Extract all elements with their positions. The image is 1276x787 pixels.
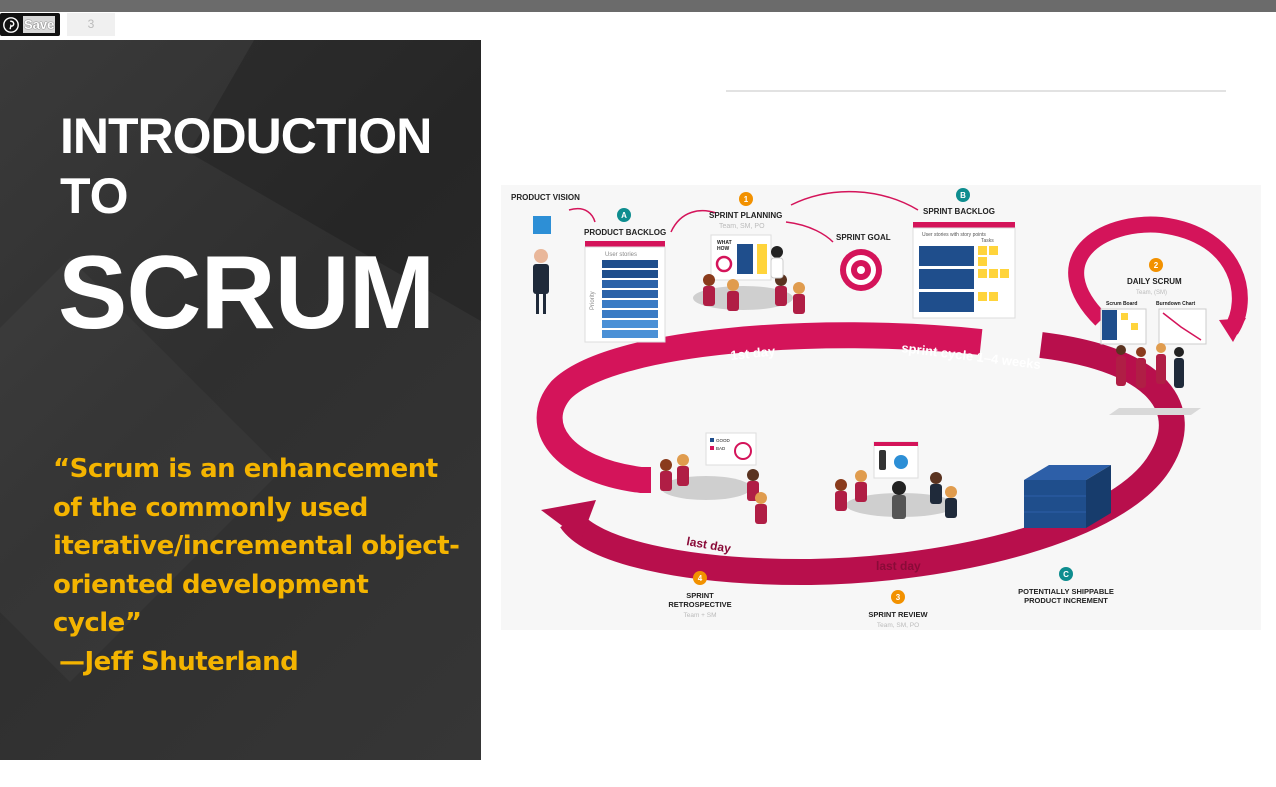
quote-block: “Scrum is an enhancement of the commonly… (53, 450, 463, 681)
sprint-backlog-header-bar (913, 222, 1015, 228)
review-label: SPRINT REVIEW (868, 610, 928, 619)
bad-marker (710, 446, 714, 450)
pinterest-icon (3, 16, 19, 33)
magnifier-icon (894, 455, 908, 469)
product-increment-cube-icon (1024, 465, 1111, 528)
sprint-backlog-arrow (790, 190, 919, 211)
vision-arrow (568, 208, 596, 223)
increment-label-line1: POTENTIALLY SHIPPABLE (1018, 587, 1114, 596)
product-backlog-label: PRODUCT BACKLOG (584, 228, 666, 237)
sprint-backlog-tasks (978, 246, 1009, 301)
sprint-planning-label: SPRINT PLANNING (709, 211, 782, 220)
title-panel: INTRODUCTION TO SCRUM “Scrum is an enhan… (0, 40, 481, 760)
badge-1-text: 1 (744, 195, 749, 204)
loop-arrow-left (541, 500, 596, 540)
product-vision-label: PRODUCT VISION (511, 193, 580, 202)
review-board-header (874, 442, 918, 446)
badge-2-icon (1149, 258, 1163, 272)
scrum-board-task (1131, 323, 1138, 330)
planning-board-tasks (757, 244, 767, 274)
retro-label-line1: SPRINT (686, 591, 714, 600)
scrum-cycle-diagram: 1st day sprint cycle 1–4 weeks last day … (501, 185, 1261, 630)
daily-scrum-sub: Team, (SM) (1136, 290, 1167, 296)
browser-top-bar (0, 0, 1276, 12)
planning-arrow (670, 210, 717, 233)
diagram-panel: 1st day sprint cycle 1–4 weeks last day … (481, 40, 1276, 760)
slide: INTRODUCTION TO SCRUM “Scrum is an enhan… (0, 40, 1276, 760)
scrum-board-task (1121, 313, 1128, 320)
badge-b-icon (956, 188, 970, 202)
sprint-goal-label: SPRINT GOAL (836, 233, 891, 242)
retro-bad: BAD (716, 446, 726, 451)
quote-author: —Jeff Shuterland (59, 646, 299, 677)
badge-1-icon (739, 192, 753, 206)
first-day-label: 1st day (730, 343, 777, 363)
badge-2-text: 2 (1154, 261, 1159, 270)
pin-count: 3 (67, 13, 115, 36)
good-marker (710, 438, 714, 442)
badge-4-text: 4 (698, 574, 703, 583)
product-owner-figure (533, 249, 549, 314)
retro-label-line2: RETROSPECTIVE (668, 600, 731, 609)
traffic-light-icon (879, 450, 886, 470)
badge-a-icon (617, 208, 631, 222)
sprint-planning-sub: Team, SM, PO (719, 223, 765, 230)
scrum-board-label: Scrum Board (1106, 301, 1137, 307)
goal-arrow (785, 221, 834, 243)
daily-team-figures (1116, 343, 1184, 388)
sprint-backlog-label: SPRINT BACKLOG (923, 207, 995, 216)
backlog-header-bar (585, 241, 665, 247)
daily-loop (1068, 216, 1248, 335)
retro-board (705, 432, 757, 466)
review-team-figures (835, 470, 957, 519)
badge-c-text: C (1063, 570, 1069, 579)
badge-4-icon (693, 571, 707, 585)
badge-3-text: 3 (896, 593, 901, 602)
badge-3-icon (891, 590, 905, 604)
divider-line (726, 90, 1226, 92)
vision-cube-icon (533, 216, 551, 234)
badge-b-text: B (960, 191, 966, 200)
burndown-line (1162, 312, 1202, 341)
increment-label-line2: PRODUCT INCREMENT (1024, 596, 1108, 605)
badge-c-icon (1059, 567, 1073, 581)
board-how: HOW (717, 246, 730, 252)
quote-text: “Scrum is an enhancement of the commonly… (53, 454, 460, 638)
daily-scrum-label: DAILY SCRUM (1127, 277, 1182, 286)
title-line-3: SCRUM (58, 235, 435, 351)
sprint-backlog-stories (919, 246, 974, 312)
planning-target-icon (715, 255, 733, 273)
pinterest-save-button[interactable]: Save (0, 13, 60, 36)
board-what: WHAT (717, 240, 732, 246)
planning-table (693, 286, 793, 310)
retro-good: GOOD (716, 438, 731, 443)
last-day-label-2: last day (876, 559, 921, 573)
sprint-goal-target-icon (840, 249, 882, 291)
sprint-loop-lower (560, 332, 1185, 586)
scrum-board-stories (1102, 310, 1117, 340)
retro-team-figures (660, 454, 767, 524)
retro-table (661, 476, 751, 500)
retro-sub: Team + SM (683, 612, 716, 619)
retro-circle-icon (734, 442, 752, 460)
sprint-loop-upper (536, 322, 983, 493)
backlog-caption: User stories (605, 252, 637, 258)
planning-team-figures (703, 246, 805, 314)
daily-loop-arrow (1219, 318, 1246, 342)
sprint-backlog-col2: Tasks (981, 238, 994, 244)
planning-board-stories (737, 244, 753, 274)
badge-a-text: A (621, 211, 627, 220)
backlog-items (602, 260, 658, 338)
review-sub: Team, SM, PO (877, 622, 919, 629)
title-line-1: INTRODUCTION (60, 108, 432, 164)
daily-platform (1109, 408, 1201, 415)
sprint-backlog-col1: User stories with story points (922, 232, 986, 238)
title-line-2: TO (60, 168, 129, 224)
save-label: Save (23, 16, 56, 33)
priority-axis-label: Priority (590, 291, 596, 310)
burndown-chart-label: Burndown Chart (1156, 301, 1195, 307)
